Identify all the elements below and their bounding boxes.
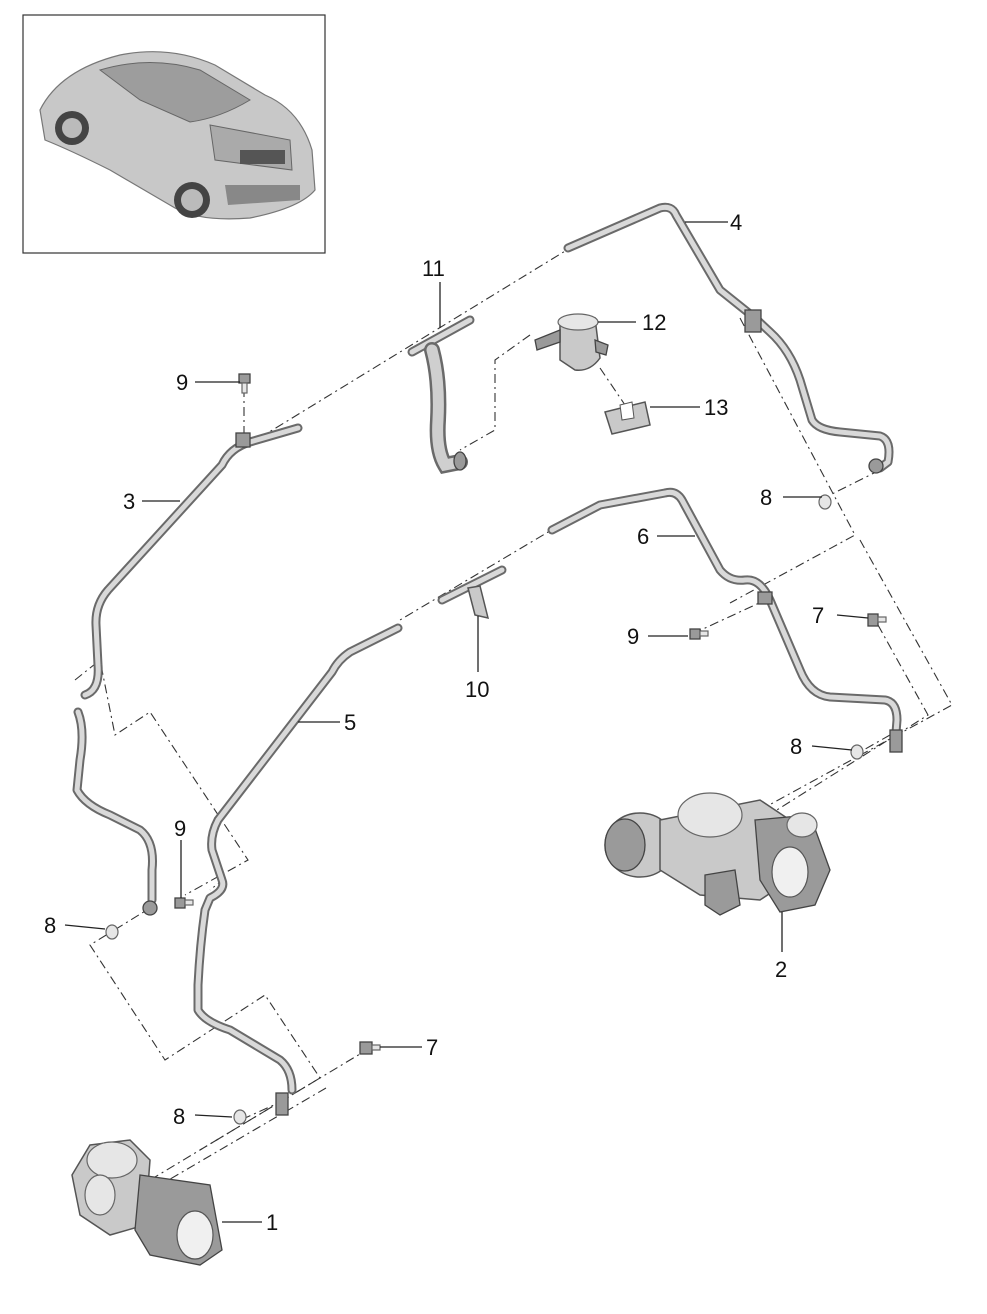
assembly-guide-lines	[74, 244, 953, 1186]
callout-3: 3	[123, 489, 135, 514]
hose-clamps-8	[105, 494, 864, 1125]
coolant-pipe-4	[563, 202, 894, 474]
coolant-pipe-6	[547, 487, 903, 753]
callout-8-left: 8	[44, 913, 56, 938]
vehicle-thumbnail	[22, 14, 326, 254]
leader-lines	[64, 221, 869, 1223]
car-rear-view-icon	[39, 51, 316, 220]
coolant-pipe-11	[407, 315, 475, 474]
bolt-icon	[174, 897, 194, 909]
coolant-pipe-5	[193, 623, 403, 1116]
callout-1: 1	[266, 1210, 278, 1235]
callout-13: 13	[704, 395, 728, 420]
callout-11: 11	[422, 256, 445, 281]
callout-7-right: 7	[812, 603, 824, 628]
callout-6: 6	[637, 524, 649, 549]
callout-12: 12	[642, 310, 666, 335]
coolant-pump-12	[534, 313, 609, 371]
callout-8-top-right: 8	[760, 485, 772, 510]
callout-9-right: 9	[627, 624, 639, 649]
callout-4: 4	[730, 210, 742, 235]
bolts-7-9	[174, 373, 887, 1055]
t-connector-10	[437, 565, 507, 620]
callout-9-left: 9	[174, 816, 186, 841]
callout-8-right: 8	[790, 734, 802, 759]
turbocharger-2	[604, 792, 831, 916]
callout-9-top: 9	[176, 370, 188, 395]
callout-8-bottom: 8	[173, 1104, 185, 1129]
bracket-13	[604, 401, 651, 435]
callout-10: 10	[465, 677, 489, 702]
coolant-pipe-3	[72, 423, 303, 916]
turbocharger-1	[71, 1139, 223, 1266]
bolt-icon	[867, 613, 887, 627]
callout-2: 2	[775, 957, 787, 982]
bolt-icon	[359, 1041, 381, 1055]
bolt-icon	[238, 373, 251, 394]
callout-labels: 4 11 12 9 13 3 8 6 7 9 10 5 8 9 8 2 7 8 …	[44, 210, 824, 1235]
callout-7-left: 7	[426, 1035, 438, 1060]
callout-5: 5	[344, 710, 356, 735]
bolt-icon	[689, 628, 709, 640]
